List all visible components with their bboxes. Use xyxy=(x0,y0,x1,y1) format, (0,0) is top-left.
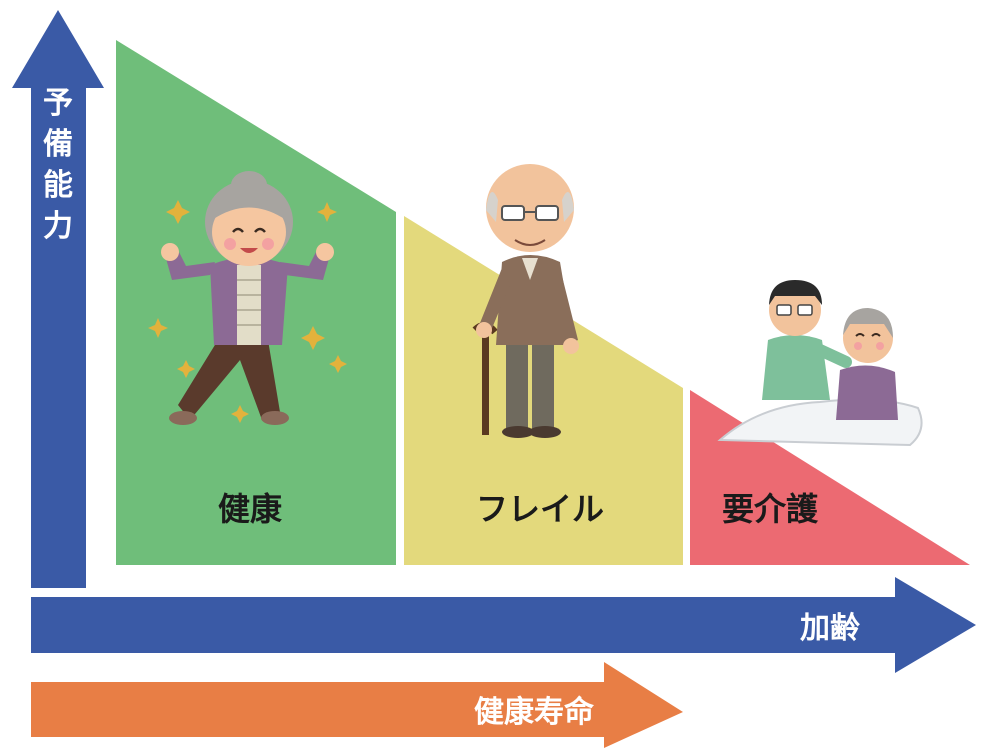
aging-axis-arrow xyxy=(31,577,976,673)
healthy-life-expectancy-label: 健康寿命 xyxy=(474,695,595,730)
frailty-stage-label: フレイル xyxy=(476,490,604,528)
vertical-axis-char: 能 xyxy=(43,168,73,203)
vertical-axis-char: 力 xyxy=(43,209,73,244)
healthy-life-expectancy-arrow xyxy=(31,662,683,748)
sparkle-icons xyxy=(148,200,347,423)
healthy-elderly-woman-illustration xyxy=(148,171,347,425)
healthy-stage-label: 健康 xyxy=(218,490,283,528)
vertical-axis-char: 予 xyxy=(43,86,73,121)
care-needed-stage-label: 要介護 xyxy=(722,490,819,528)
reserve-capacity-axis-arrow xyxy=(12,10,104,588)
aging-axis-label: 加齢 xyxy=(800,611,860,646)
caregiver-and-patient-illustration xyxy=(717,280,923,447)
vertical-axis-char: 備 xyxy=(43,127,73,162)
frail-elderly-man-illustration xyxy=(472,164,579,438)
